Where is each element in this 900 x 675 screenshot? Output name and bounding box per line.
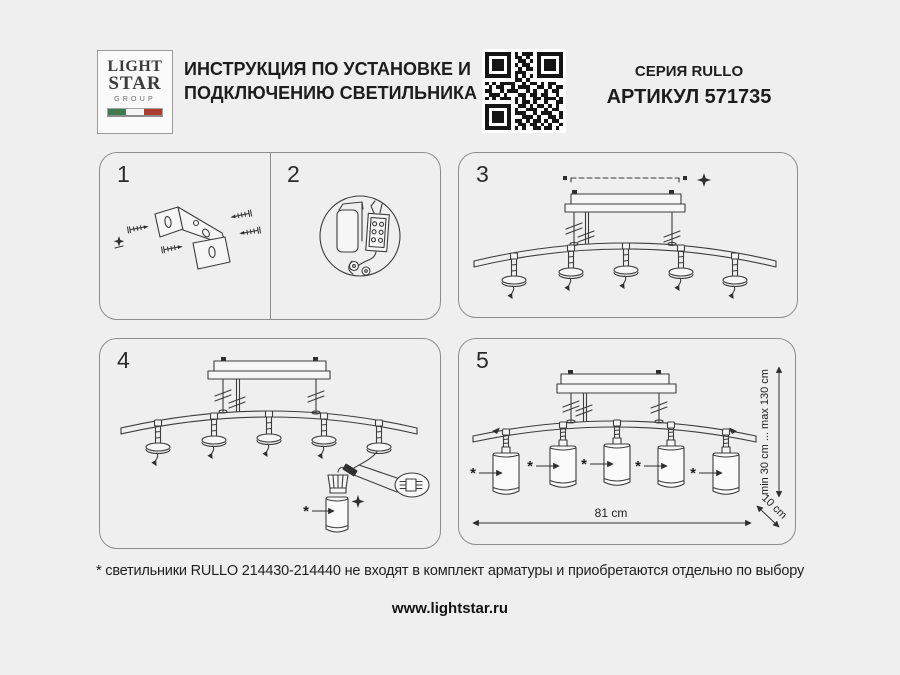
width-dimension-label: 81 cm [595,506,628,520]
phillips-screw-icon [697,173,711,187]
spot-holder [366,419,392,455]
depth-dimension-label: 10 cm [759,492,789,521]
step-number-4: 4 [117,347,130,373]
screw-icon [230,209,253,219]
screw-icon [160,245,183,254]
spot-holder [311,412,337,459]
terminal-block [365,212,390,253]
spot-holder [256,410,282,457]
screw-icon [126,225,149,234]
series-label: СЕРИЯ RULLO [634,63,744,80]
step-number-5: 5 [476,347,489,373]
phillips-screw-icon [351,495,365,508]
cable-connector [342,463,358,477]
spot-holder [201,412,227,459]
article-label: АРТИКУЛ 571735 [606,86,772,108]
height-range-dimension-label: min 30 cm ... max 130 cm [759,369,771,495]
page-title-line-1: ИНСТРУКЦИЯ ПО УСТАНОВКЕ И [184,59,471,79]
step-number-2: 2 [287,161,300,187]
logo-word-light: LIGHT [107,58,163,75]
step-number-1: 1 [117,161,130,187]
lightstar-logo: LIGHT STAR GROUP [97,50,173,134]
ceiling-mount-drawing [473,173,777,299]
spot-holder [668,244,694,291]
shade-assembly: * [527,421,577,488]
footnote-marker: * [635,458,641,475]
shade-assembly: * [470,428,520,495]
product-info: СЕРИЯ RULLO АРТИКУЛ 571735 [598,63,780,109]
shade-attachment-drawing: * [120,357,430,533]
footnote-marker: * [581,456,587,473]
shade-assembly: * [690,428,740,495]
logo-word-group: GROUP [114,96,156,103]
step-5-panel: 5 [458,338,796,545]
footnote-marker: * [303,503,309,520]
footnote-marker: * [527,458,533,475]
page-title: ИНСТРУКЦИЯ ПО УСТАНОВКЕ И ПОДКЛЮЧЕНИЮ СВ… [184,57,484,105]
magnifier-callout [394,472,430,498]
shade-assembly: * [581,419,631,486]
spot-holder [722,252,748,299]
qr-code [482,49,566,133]
panel-divider [270,153,271,319]
bracket-drawing [113,206,262,270]
flag-green-stripe [108,109,126,115]
logo-word-star: STAR [108,73,162,94]
spot-holder [501,252,527,299]
wiring-detail-drawing [319,195,401,277]
step-4-panel: 4 [99,338,441,549]
italy-flag-icon [107,108,163,117]
flag-white-stripe [126,109,144,115]
website-url: www.lightstar.ru [391,600,509,617]
final-assembly-drawing: * * * [470,366,789,528]
spot-holder [558,244,584,291]
spot-holder [613,242,639,289]
flag-red-stripe [144,109,162,115]
footnote-marker: * [470,465,476,482]
step-number-3: 3 [476,161,489,187]
spot-holder [145,419,171,466]
lamp-shade [325,496,349,533]
footnote-marker: * [690,465,696,482]
page-title-line-2: ПОДКЛЮЧЕНИЮ СВЕТИЛЬНИКА [184,83,478,103]
phillips-screw-icon [113,236,125,249]
step-3-panel: 3 [458,152,798,318]
footnote-text: * светильники RULLO 214430-214440 не вхо… [96,563,804,579]
step-1-2-panel: 1 2 [99,152,441,320]
shade-assembly: * [635,421,685,488]
screw-icon [239,226,262,235]
